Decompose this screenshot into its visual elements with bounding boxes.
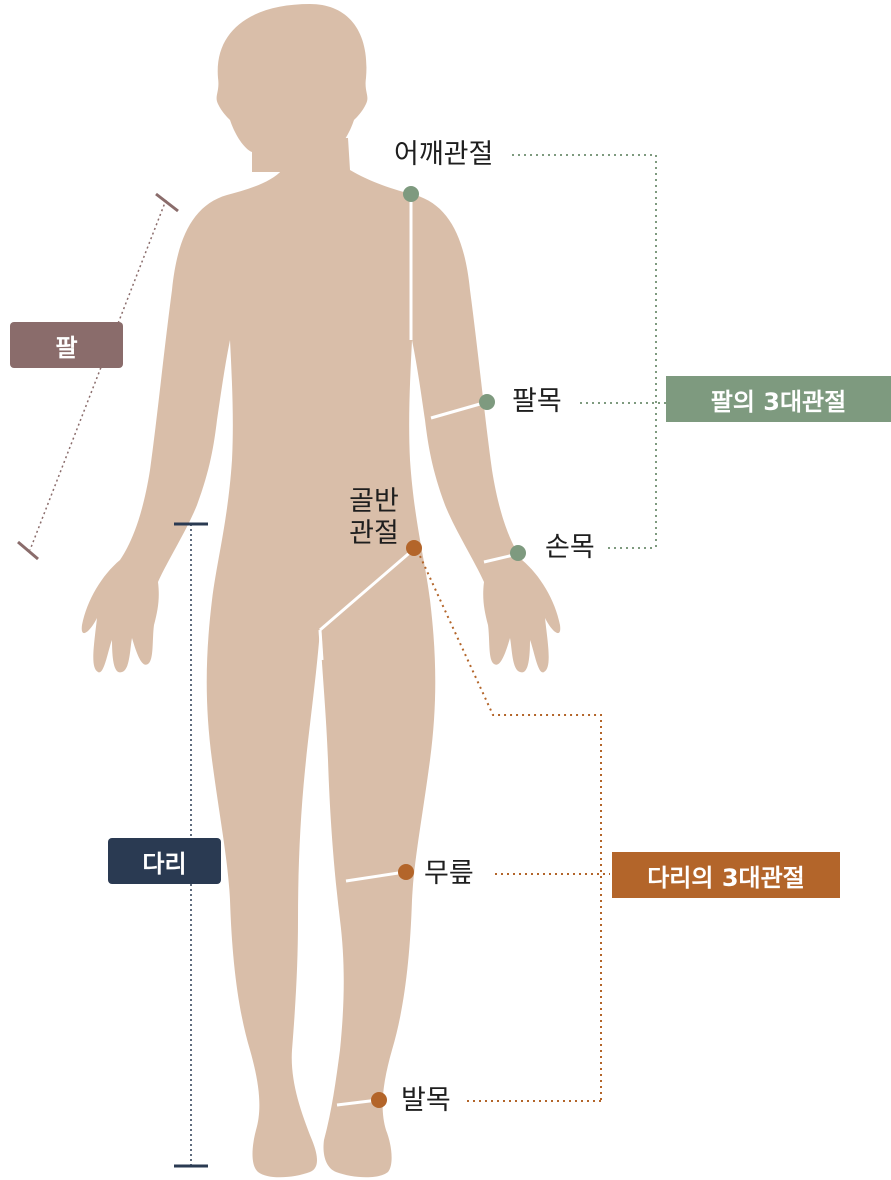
arm-badge: 팔 xyxy=(10,322,123,368)
leg-badge: 다리 xyxy=(108,838,221,884)
ankle-joint-dot xyxy=(371,1092,387,1108)
wrist-label: 손목 xyxy=(545,532,595,564)
shoulder-joint-dot xyxy=(403,186,419,202)
human-body-figure xyxy=(82,4,561,1177)
shoulder-label: 어깨관절 xyxy=(394,139,493,171)
knee-joint-dot xyxy=(398,864,414,880)
arm-connector-lines xyxy=(512,155,666,548)
wrist-joint-dot xyxy=(510,545,526,561)
arm-joints-badge: 팔의 3대관절 xyxy=(666,376,891,422)
hip-label: 골반 관절 xyxy=(344,486,404,550)
leg-joints-badge: 다리의 3대관절 xyxy=(612,852,840,898)
elbow-label: 팔목 xyxy=(512,386,562,418)
ankle-label: 발목 xyxy=(401,1085,451,1117)
elbow-joint-dot xyxy=(479,394,495,410)
hip-label-line2: 관절 xyxy=(344,518,404,550)
knee-label: 무릎 xyxy=(424,858,474,890)
hip-joint-dot xyxy=(406,540,422,556)
hip-label-line1: 골반 xyxy=(344,486,404,518)
